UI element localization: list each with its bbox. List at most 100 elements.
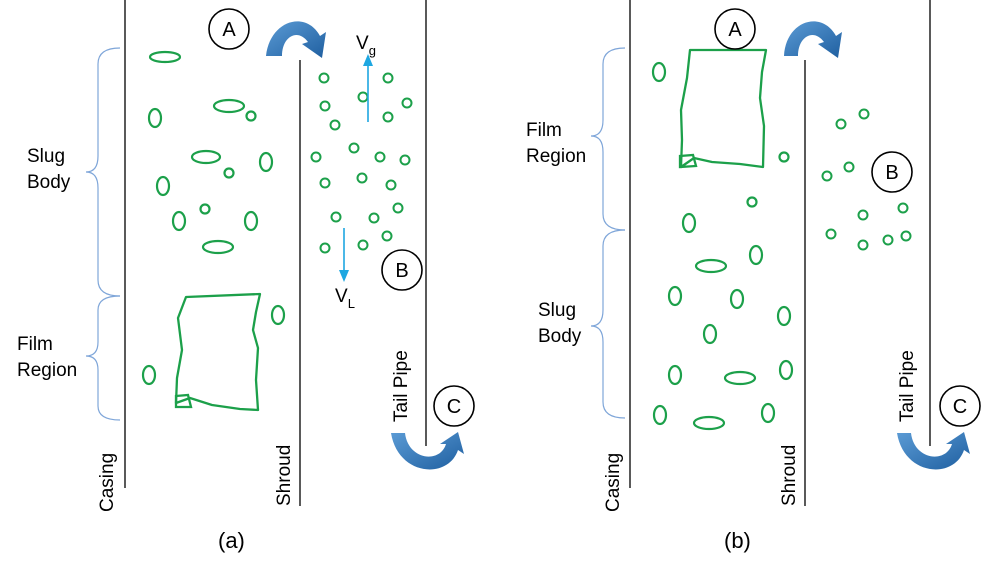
panel-a: Casing Shroud Tail Pipe Slug Body Film R… xyxy=(17,0,475,553)
bubble xyxy=(729,288,745,310)
bubble xyxy=(667,285,683,307)
film-region-label-b-line2: Region xyxy=(526,146,586,167)
bubble xyxy=(723,370,757,386)
slug-body-brace-a xyxy=(85,47,121,297)
bubble xyxy=(843,161,855,173)
bubble xyxy=(374,151,386,163)
bubble xyxy=(821,170,833,182)
bubble xyxy=(857,239,869,251)
svg-text:C: C xyxy=(953,396,967,418)
point-a-marker-b: A xyxy=(714,8,756,50)
film-region-brace-a xyxy=(85,295,121,421)
svg-text:A: A xyxy=(222,19,236,41)
bubble xyxy=(776,305,792,327)
shroud-label-b: Shroud xyxy=(779,445,800,506)
bubble xyxy=(148,50,182,64)
bubble xyxy=(356,172,368,184)
bubble xyxy=(319,177,331,189)
slug-body-label-a-line1: Slug xyxy=(27,146,65,167)
bubble xyxy=(652,404,668,426)
vl-label: VL xyxy=(335,286,355,311)
bubble xyxy=(897,202,909,214)
casing-label-b: Casing xyxy=(603,453,624,512)
bubble xyxy=(835,118,847,130)
flow-arrow-bottom-b xyxy=(897,432,970,470)
bubble xyxy=(392,202,404,214)
tailpipe-label-a: Tail Pipe xyxy=(391,350,412,422)
bubble xyxy=(212,98,246,114)
bubble xyxy=(382,72,394,84)
bubble xyxy=(667,364,683,386)
point-a-marker-a: A xyxy=(208,8,250,50)
bubble xyxy=(760,402,776,424)
bubble xyxy=(401,97,413,109)
bubble xyxy=(746,196,758,208)
flow-arrow-bottom-a xyxy=(391,432,464,470)
bubble xyxy=(243,210,259,232)
taylor-bubble-b xyxy=(679,48,768,169)
bubble xyxy=(368,212,380,224)
bubble xyxy=(778,359,794,381)
bubble xyxy=(651,61,667,83)
film-region-label-b-line1: Film xyxy=(526,120,562,141)
bubble xyxy=(319,242,331,254)
bubble xyxy=(702,323,718,345)
bubble xyxy=(382,111,394,123)
bubble xyxy=(190,149,222,165)
vl-arrow xyxy=(339,228,349,282)
bubble xyxy=(882,234,894,246)
bubbles-annulus-b xyxy=(651,61,794,431)
bubble xyxy=(858,108,870,120)
bubble xyxy=(825,228,837,240)
bubble xyxy=(199,203,211,215)
point-b-marker-a: B xyxy=(381,249,423,291)
svg-text:B: B xyxy=(885,162,898,184)
panel-b: Casing Shroud Tail Pipe Film Region Slug… xyxy=(526,0,981,553)
flow-arrow-top-a xyxy=(266,21,326,58)
bubble xyxy=(357,239,369,251)
slug-body-label-b-line2: Body xyxy=(538,326,582,347)
bubble xyxy=(900,230,912,242)
svg-text:A: A xyxy=(728,19,742,41)
bubbles-inner-a xyxy=(310,72,413,254)
slug-body-label-a-line2: Body xyxy=(27,172,71,193)
svg-text:C: C xyxy=(447,396,461,418)
bubble xyxy=(270,304,286,326)
film-region-label-a-line2: Region xyxy=(17,360,77,381)
bubble xyxy=(223,167,235,179)
bubble xyxy=(692,415,726,431)
bubble xyxy=(385,179,397,191)
taylor-bubble-tail-b xyxy=(678,153,698,169)
casing-label-a: Casing xyxy=(97,453,118,512)
vg-arrow xyxy=(363,54,373,122)
bubble xyxy=(171,210,187,232)
shroud-label-a: Shroud xyxy=(274,445,295,506)
bubble xyxy=(147,107,163,129)
caption-a: (a) xyxy=(218,528,245,553)
point-c-marker-a: C xyxy=(433,385,475,427)
bubble xyxy=(399,154,411,166)
bubble xyxy=(357,91,369,103)
point-c-marker-b: C xyxy=(939,385,981,427)
bubble xyxy=(318,72,330,84)
bubble xyxy=(329,119,341,131)
caption-b: (b) xyxy=(724,528,751,553)
film-region-label-a-line1: Film xyxy=(17,334,53,355)
bubble xyxy=(681,212,697,234)
bubble xyxy=(778,151,790,163)
taylor-bubble-a xyxy=(174,292,262,412)
bubble xyxy=(155,175,171,197)
film-region-brace-b xyxy=(590,47,626,231)
slug-body-label-b-line1: Slug xyxy=(538,300,576,321)
vg-label: Vg xyxy=(356,33,376,58)
bubble xyxy=(330,211,342,223)
bubble xyxy=(694,258,728,274)
tailpipe-label-b: Tail Pipe xyxy=(897,350,918,422)
bubble xyxy=(348,142,360,154)
bubble xyxy=(258,151,274,173)
svg-text:B: B xyxy=(395,260,408,282)
bubble xyxy=(245,110,257,122)
bubbles-annulus-a xyxy=(141,50,286,386)
bubble xyxy=(748,244,764,266)
